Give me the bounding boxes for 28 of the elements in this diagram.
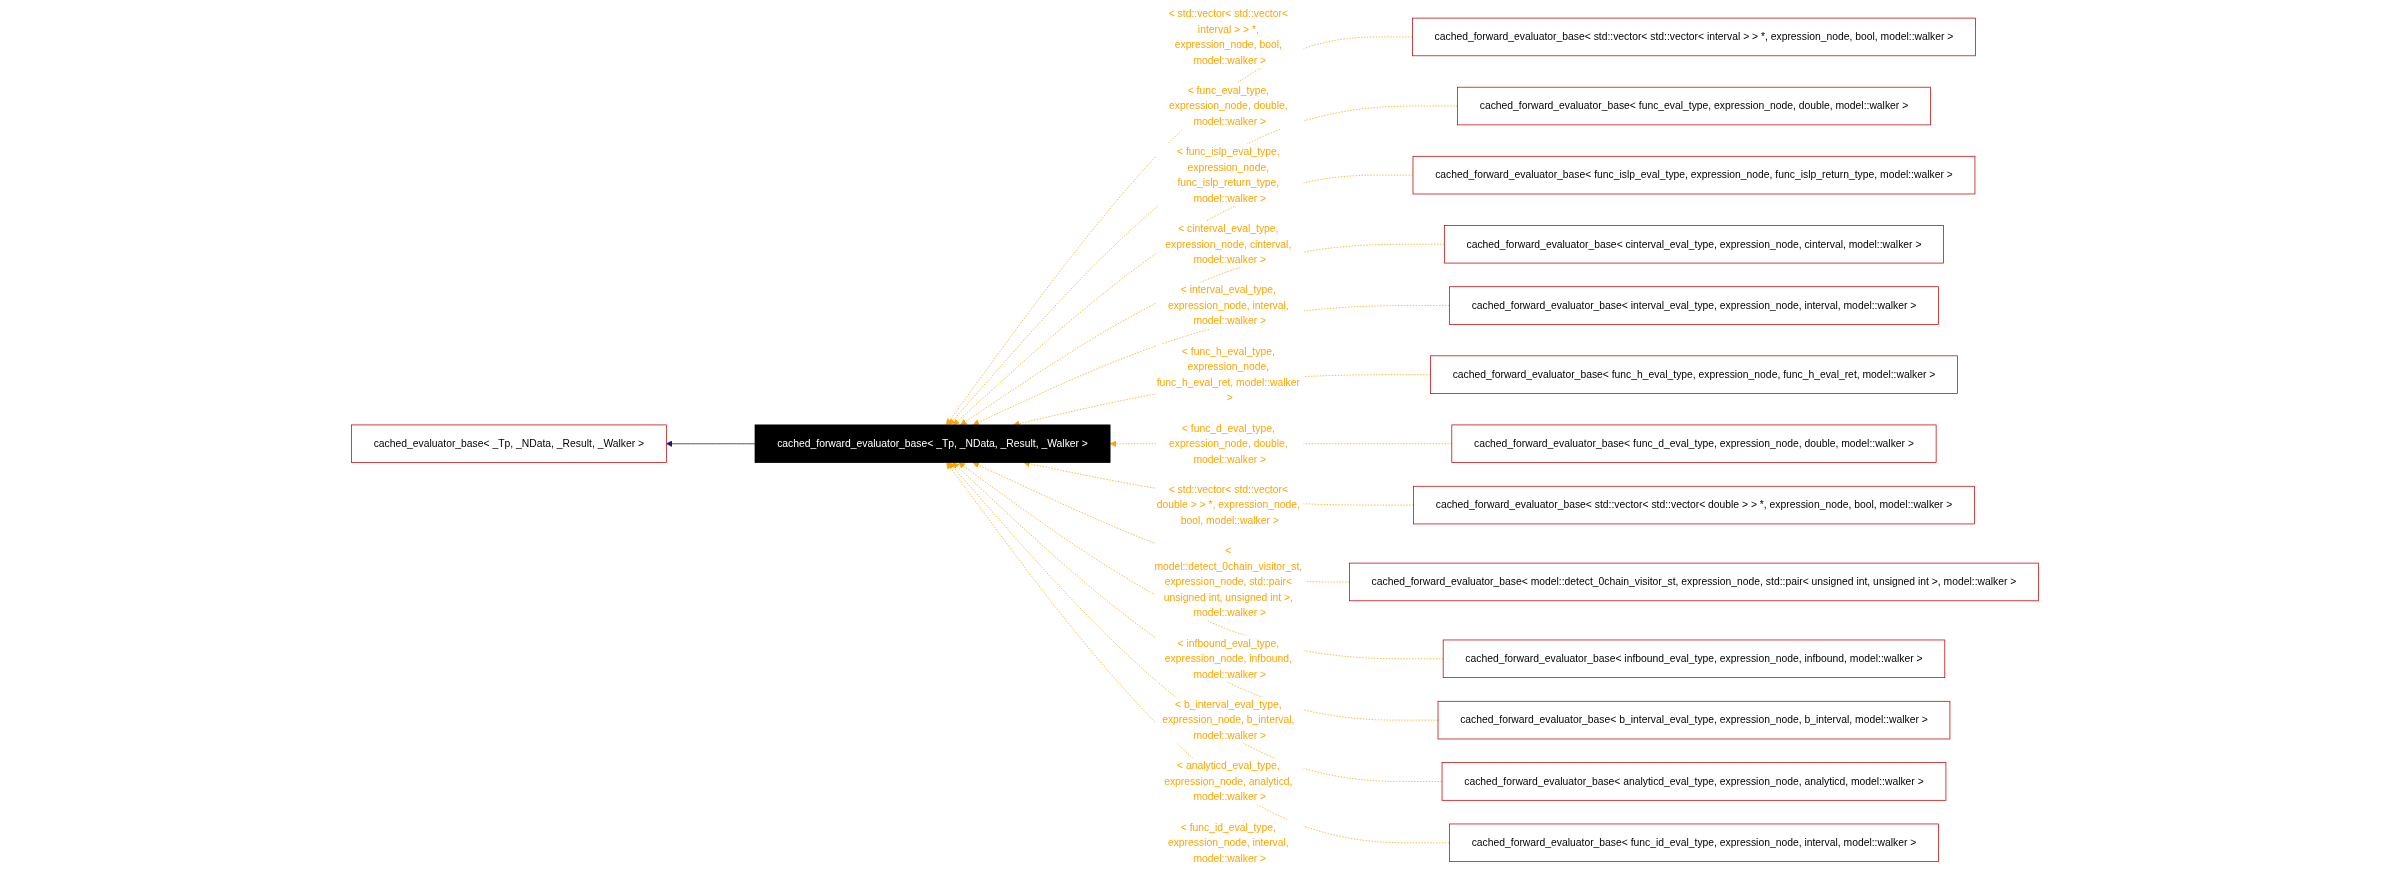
node-box: cached_forward_evaluator_base< std::vector< std::vector< double > > *, expression_node, bool, model::walker > — [1413, 485, 1975, 525]
node-box: cached_forward_evaluator_base< cinterval_eval_type, expression_node, cinterval, model::walker > — [1443, 225, 1944, 264]
edge-label: < std::vector< std::vector< double > > *, expression_node, bool, model::walker > — [1156, 483, 1300, 527]
node-box: cached_evaluator_base< _Tp, _NData, _Result, _Walker > — [351, 424, 667, 463]
node-box: cached_forward_evaluator_base< func_eval_type, expression_node, double, model::walker > — [1457, 86, 1931, 126]
node-box: cached_forward_evaluator_base< interval_eval_type, expression_node, interval, model::walker > — [1449, 286, 1939, 325]
node-box: cached_forward_evaluator_base< model::detect_0chain_visitor_st, expression_node, std::pair< unsigned int, unsigned int >, model::walker > — [1349, 562, 2039, 602]
edge-label: < b_interval_eval_type, expression_node, b_interval, model::walker > — [1162, 698, 1295, 742]
edge-label: < cinterval_eval_type, expression_node, cinterval, model::walker > — [1165, 222, 1292, 266]
edge-label: < analyticd_eval_type, expression_node, analyticd, model::walker > — [1164, 759, 1293, 803]
node-box: cached_forward_evaluator_base< func_islp_eval_type, expression_node, func_islp_return_type, model::walker > — [1412, 155, 1976, 195]
edge-label: < func_h_eval_type, expression_node, func_h_eval_ret, model::walker > — [1156, 345, 1300, 404]
node-box: cached_forward_evaluator_base< std::vector< std::vector< interval > > *, expression_node, bool, model::walker > — [1412, 17, 1976, 57]
edge-label: < model::detect_0chain_visitor_st, expression_node, std::pair< unsigned int, unsigned int >, model::walker > — [1154, 544, 1303, 619]
node-box: cached_forward_evaluator_base< infbound_eval_type, expression_node, infbound, model::walker > — [1442, 639, 1946, 678]
node-box: cached_forward_evaluator_base< func_id_eval_type, expression_node, interval, model::walker > — [1449, 823, 1939, 862]
edge-label: < func_id_eval_type, expression_node, interval, model::walker > — [1167, 821, 1289, 864]
edge-label: < std::vector< std::vector< interval > > *, expression_node, bool, model::walker > — [1168, 7, 1288, 66]
edge-label: < infbound_eval_type, expression_node, infbound, model::walker > — [1164, 637, 1292, 680]
node-box: cached_forward_evaluator_base< func_d_eval_type, expression_node, double, model::walker > — [1451, 424, 1937, 463]
edge-label: < func_eval_type, expression_node, double, model::walker > — [1169, 84, 1288, 128]
edge-label: < interval_eval_type, expression_node, interval, model::walker > — [1167, 283, 1289, 327]
edge-label: < func_islp_eval_type, expression_node, func_islp_return_type, model::walker > — [1176, 145, 1280, 204]
node-box: cached_forward_evaluator_base< func_h_eval_type, expression_node, func_h_eval_ret, model::walker > — [1430, 355, 1958, 394]
node-box: cached_forward_evaluator_base< _Tp, _NData, _Result, _Walker > — [754, 424, 1111, 463]
node-box: cached_forward_evaluator_base< b_interval_eval_type, expression_node, b_interval, model::walker > — [1437, 700, 1951, 740]
node-box: cached_forward_evaluator_base< analyticd_eval_type, expression_node, analyticd, model::walker > — [1441, 762, 1947, 801]
edge-label: < func_d_eval_type, expression_node, double, model::walker > — [1169, 421, 1288, 465]
